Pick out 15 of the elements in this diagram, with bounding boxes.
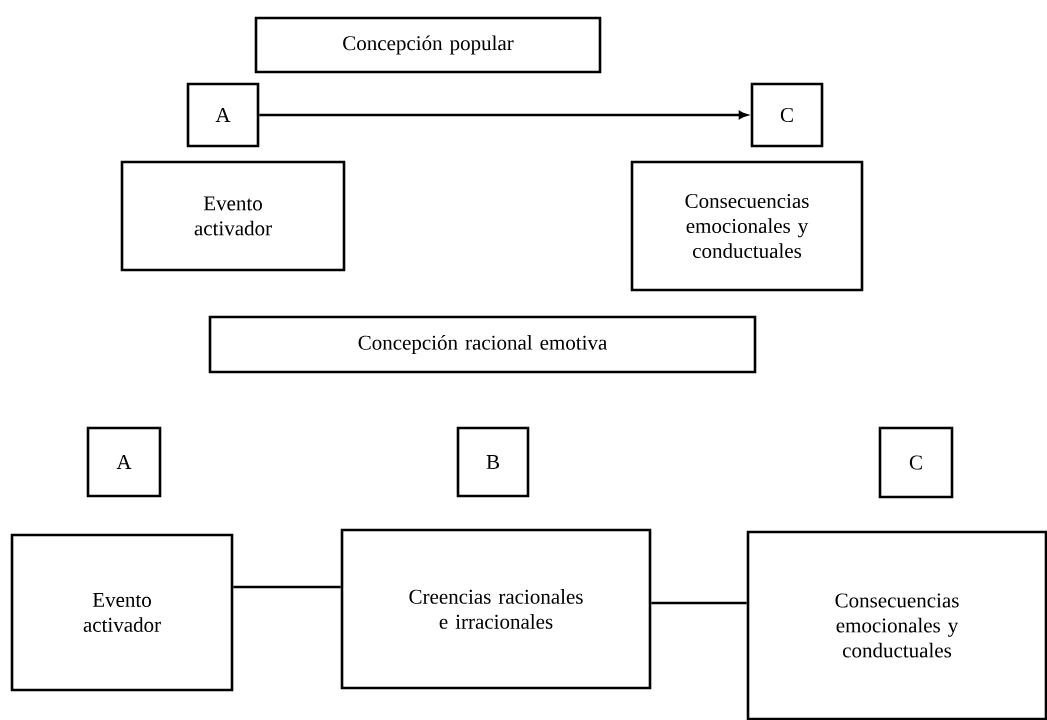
heading-box: Concepción popular [254, 16, 602, 74]
process-box: Consecuencias emocionales y conductuales [746, 530, 1047, 720]
process-box: Evento activador [120, 160, 346, 272]
process-box: Creencias racionales e irracionales [340, 528, 652, 690]
process-box: Evento activador [10, 533, 234, 692]
letter-box: C [750, 82, 824, 148]
heading-box: Concepción racional emotiva [208, 315, 757, 374]
arrow [259, 111, 748, 119]
letter-box: C [878, 426, 954, 499]
letter-box: B [456, 426, 530, 498]
process-box: Consecuencias emocionales y conductuales [630, 160, 864, 292]
connector-line [233, 585, 341, 589]
letter-box: A [186, 82, 260, 148]
connector-line [651, 601, 747, 605]
letter-box: A [86, 426, 162, 498]
